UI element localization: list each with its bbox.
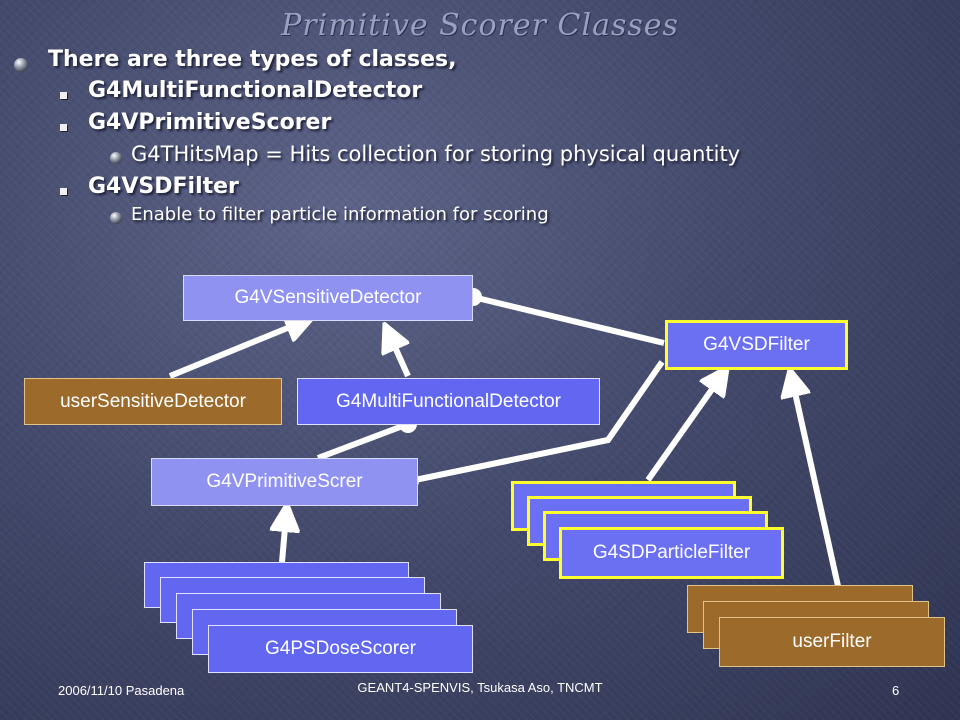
footer-date-place: 2006/11/10 Pasadena: [58, 683, 185, 698]
slide-title: Primitive Scorer Classes: [281, 8, 679, 43]
dose-scorer-label: G4PSDoseScorer: [264, 638, 416, 659]
particle-filter-label: G4SDParticleFilter: [592, 542, 751, 563]
g4sdparticlefilter-box: G4SDParticleFilter: [559, 527, 784, 579]
inherit-arrow-particle-to-sdfilter: [645, 368, 727, 482]
bullet-square-icon: [60, 188, 67, 195]
bullet-sphere-icon: [110, 212, 122, 224]
inherit-arrow-mfd-to-sd: [385, 325, 411, 378]
bullet-primitive-scorer: G4VPrimitiveScorer: [88, 110, 332, 135]
bullet-square-icon: [60, 92, 67, 99]
inherit-arrow-user-to-sd: [168, 318, 312, 379]
user-filter-label: userFilter: [792, 631, 872, 652]
usersensitivedetector-box: userSensitiveDetector: [24, 378, 282, 425]
bullet-sphere-icon: [14, 58, 28, 72]
bullet-sphere-icon: [110, 152, 122, 164]
bullet-hits-map: G4THitsMap = Hits collection for storing…: [131, 142, 741, 166]
bullet-square-icon: [60, 124, 67, 131]
g4psdosescorer-box: G4PSDoseScorer: [208, 625, 473, 673]
bullet-sd-filter: G4VSDFilter: [88, 174, 239, 199]
inherit-arrow-user-filter-to-sdfilter: [790, 370, 841, 587]
bullet-multi-functional-detector: G4MultiFunctionalDetector: [88, 78, 423, 103]
assoc-line-scorer-to-sdfilter: [409, 360, 665, 484]
g4vsdfilter-label: G4VSDFilter: [703, 334, 810, 355]
g4vsensitivedetector-box: G4VSensitiveDetector: [183, 275, 473, 321]
page-number: 6: [892, 683, 900, 698]
inherit-arrow-dose-to-scorer: [282, 505, 287, 563]
bullet-intro: There are three types of classes,: [48, 47, 457, 72]
g4vsdfilter-box: G4VSDFilter: [665, 320, 848, 370]
bullet-filter-description: Enable to filter particle information fo…: [131, 204, 549, 225]
userfilter-box: userFilter: [719, 617, 945, 667]
footer-center-text: GEANT4-SPENVIS, Tsukasa Aso, TNCMT: [357, 680, 603, 695]
assoc-line-mfd-to-scorer: [316, 421, 410, 461]
g4vprimitivescorer-box: G4VPrimitiveScrer: [151, 458, 418, 506]
g4multifunctionaldetector-box: G4MultiFunctionalDetector: [297, 378, 600, 425]
assoc-line-sd-to-sdfilter: [472, 294, 665, 346]
